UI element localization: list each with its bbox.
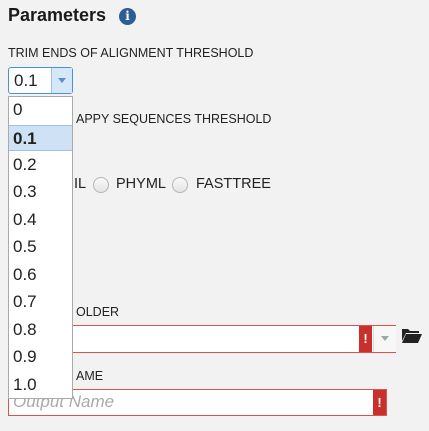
radio-label-hidden: IL bbox=[74, 176, 87, 192]
info-icon[interactable]: i bbox=[119, 8, 136, 25]
radio-fasttree[interactable] bbox=[172, 177, 188, 193]
dropdown-option[interactable]: 0.7 bbox=[13, 292, 37, 311]
error-badge: ! bbox=[359, 326, 372, 352]
chevron-down-icon[interactable] bbox=[51, 68, 72, 93]
trim-threshold-label: TRIM ENDS OF ALIGNMENT THRESHOLD bbox=[8, 46, 254, 60]
dropdown-option[interactable]: 1.0 bbox=[13, 375, 37, 394]
error-badge: ! bbox=[373, 390, 386, 415]
trim-threshold-select[interactable]: 0.1 bbox=[8, 67, 73, 94]
page-title: Parameters bbox=[8, 5, 107, 25]
gappy-threshold-label: APPY SEQUENCES THRESHOLD bbox=[76, 112, 272, 126]
dropdown-option[interactable]: 0.5 bbox=[13, 237, 37, 256]
trim-threshold-dropdown[interactable]: 0 0.1 0.2 0.3 0.4 0.5 0.6 0.7 0.8 0.9 1.… bbox=[8, 96, 73, 399]
dropdown-option[interactable]: 0.4 bbox=[13, 210, 37, 229]
output-folder-label: OLDER bbox=[76, 305, 120, 319]
dropdown-option[interactable]: 0.3 bbox=[13, 182, 37, 201]
radio-label-fasttree: FASTTREE bbox=[196, 176, 271, 192]
output-name-label: AME bbox=[76, 369, 104, 383]
dropdown-option-selected[interactable]: 0.1 bbox=[9, 125, 72, 151]
chevron-down-icon[interactable] bbox=[373, 326, 396, 352]
dropdown-option[interactable]: 0.6 bbox=[13, 265, 37, 284]
trim-threshold-value: 0.1 bbox=[14, 71, 38, 90]
dropdown-option[interactable]: 0.2 bbox=[13, 155, 37, 174]
radio-phyml[interactable] bbox=[93, 177, 109, 193]
folder-open-icon[interactable] bbox=[401, 326, 423, 344]
dropdown-option[interactable]: 0 bbox=[13, 100, 23, 119]
radio-label-phyml: PHYML bbox=[116, 176, 166, 192]
dropdown-option[interactable]: 0.9 bbox=[13, 347, 37, 366]
dropdown-option[interactable]: 0.8 bbox=[13, 320, 37, 339]
